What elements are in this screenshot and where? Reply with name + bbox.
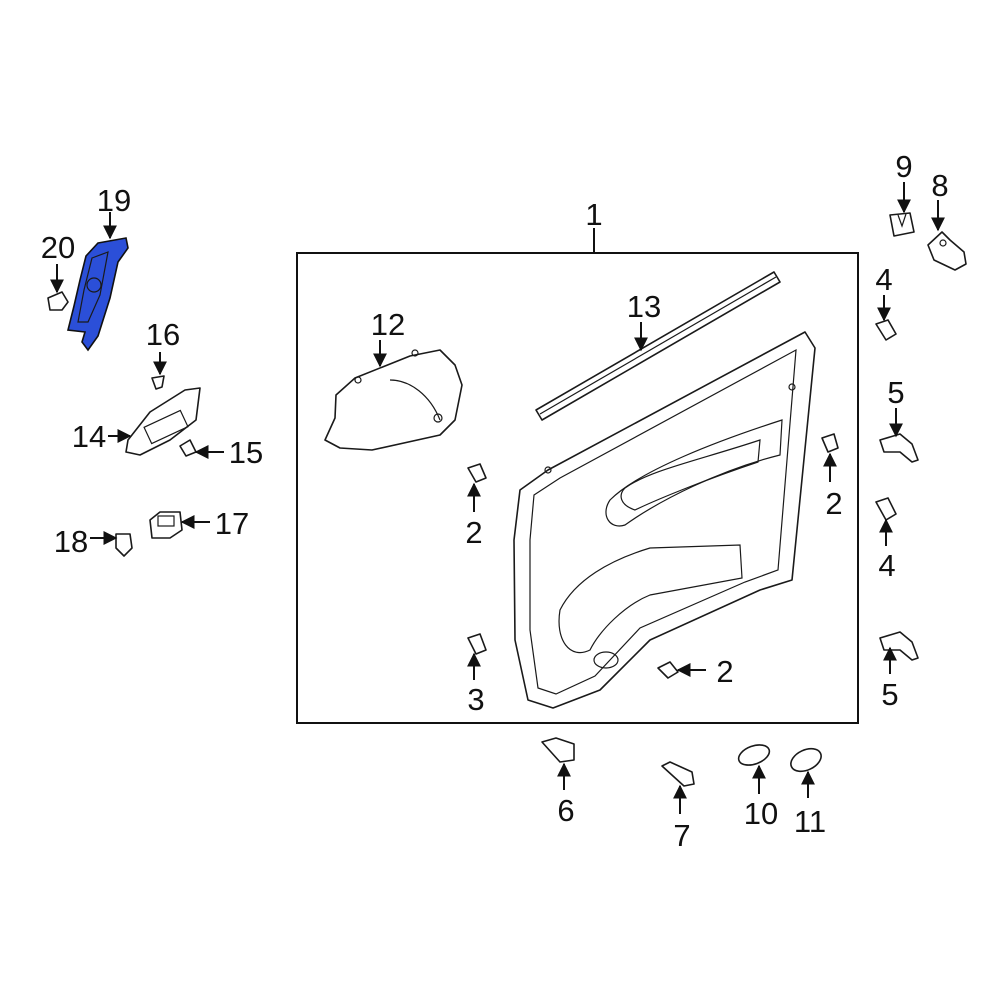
callout-7: 7 <box>673 818 690 853</box>
callout-11: 11 <box>794 804 826 839</box>
cover-10[interactable] <box>736 741 772 769</box>
bolt-7[interactable] <box>661 761 695 787</box>
callout-18: 18 <box>54 524 88 559</box>
callout-12: 12 <box>371 307 405 342</box>
screw-15[interactable] <box>179 439 197 457</box>
callout-4-upper: 4 <box>875 262 892 297</box>
clip-20[interactable] <box>47 291 69 311</box>
callout-2-right: 2 <box>825 486 842 521</box>
assembly-frame <box>296 252 859 724</box>
callout-labels: 1 2 2 2 3 4 4 5 5 6 7 8 9 10 11 12 13 14… <box>41 149 949 853</box>
clip-16[interactable] <box>151 375 165 390</box>
door-trim-panel-1[interactable] <box>513 331 816 709</box>
callout-14: 14 <box>72 419 106 454</box>
callout-6: 6 <box>557 793 574 828</box>
callout-2-left: 2 <box>465 515 482 550</box>
fastener-2-bottom[interactable] <box>657 661 679 679</box>
fastener-2-right[interactable] <box>821 433 839 453</box>
bracket-8[interactable] <box>927 231 967 271</box>
callout-5-upper: 5 <box>887 375 904 410</box>
belt-weatherstrip-13[interactable] <box>535 271 781 421</box>
screw-5-lower[interactable] <box>879 631 919 661</box>
callout-1: 1 <box>585 197 602 232</box>
callout-5-lower: 5 <box>881 677 898 712</box>
pin-6[interactable] <box>541 737 575 763</box>
switch-bezel-14[interactable] <box>125 387 201 456</box>
callout-4-lower: 4 <box>878 548 895 583</box>
leader-lines <box>50 182 945 814</box>
retainer-9[interactable] <box>889 212 915 237</box>
callout-17: 17 <box>215 506 249 541</box>
armrest-bracket-19[interactable] <box>67 237 129 352</box>
callout-10: 10 <box>744 796 778 831</box>
watershield-12[interactable] <box>324 349 463 451</box>
callout-9: 9 <box>895 149 912 184</box>
screw-5-upper[interactable] <box>879 433 919 463</box>
fastener-4-lower[interactable] <box>875 497 897 521</box>
callout-3: 3 <box>467 682 484 717</box>
callout-19: 19 <box>97 183 131 218</box>
callout-2-bottom: 2 <box>716 654 733 689</box>
fastener-3[interactable] <box>467 633 487 655</box>
callout-20: 20 <box>41 230 75 265</box>
cover-11[interactable] <box>787 744 824 776</box>
callout-13: 13 <box>627 289 661 324</box>
callout-16: 16 <box>146 317 180 352</box>
switch-17[interactable] <box>149 511 183 539</box>
callout-15: 15 <box>229 435 263 470</box>
fastener-4-upper[interactable] <box>875 319 897 341</box>
fastener-2-left[interactable] <box>467 463 487 483</box>
callout-8: 8 <box>931 168 948 203</box>
plug-18[interactable] <box>115 533 133 557</box>
